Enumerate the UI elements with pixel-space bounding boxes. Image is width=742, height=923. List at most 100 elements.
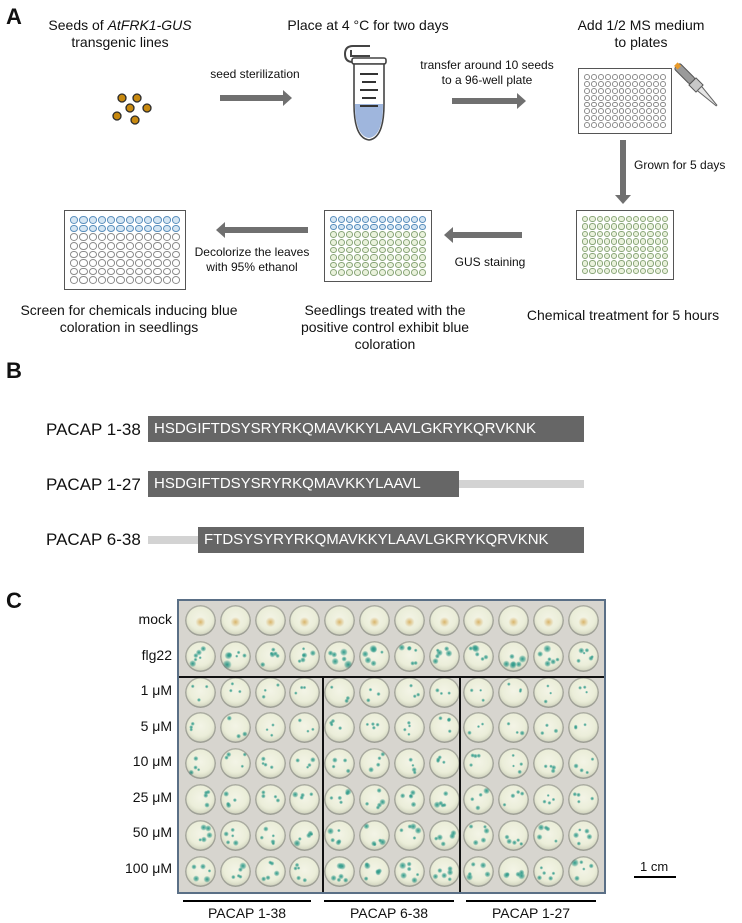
plate-well: [135, 276, 143, 284]
gus-well: [394, 856, 425, 887]
plate-well: [589, 246, 595, 252]
plate-well: [403, 254, 410, 261]
plate-well: [354, 216, 361, 223]
plate-well: [639, 88, 645, 94]
gus-well: [429, 712, 460, 743]
plate-well: [626, 268, 632, 274]
plate-well: [653, 95, 659, 101]
plate-well: [633, 223, 639, 229]
gus-well: [498, 677, 529, 708]
plate-well: [625, 74, 631, 80]
plate-well: [395, 239, 402, 246]
plate-well: [626, 260, 632, 266]
step5-title: Seedlings treated with the positive cont…: [270, 302, 500, 353]
gus-well: [289, 677, 320, 708]
plate-well: [646, 95, 652, 101]
plate-well: [611, 223, 617, 229]
plate-well: [338, 247, 345, 254]
plate-well: [619, 102, 625, 108]
gus-well: [185, 784, 216, 815]
gus-well: [359, 712, 390, 743]
plate-well: [79, 233, 87, 241]
gus-well: [498, 856, 529, 887]
plate-well: [330, 216, 337, 223]
plate-screen: [64, 210, 186, 290]
plate-well: [330, 224, 337, 231]
plate-well: [107, 233, 115, 241]
plate-well: [584, 108, 590, 114]
plate-well: [98, 276, 106, 284]
gus-well: [463, 748, 494, 779]
plate-well: [338, 262, 345, 269]
gus-well: [185, 856, 216, 887]
plate-well: [387, 262, 394, 269]
plate-well: [126, 276, 134, 284]
plate-well: [633, 238, 639, 244]
gus-well: [463, 641, 494, 672]
gus-well: [568, 605, 599, 636]
gus-well: [394, 677, 425, 708]
plate-well: [330, 254, 337, 261]
plate-well: [598, 81, 604, 87]
plate-well: [597, 253, 603, 259]
row-label: 10 μM: [106, 753, 172, 769]
plate-well: [370, 254, 377, 261]
plate-well: [662, 223, 668, 229]
gus-well: [359, 856, 390, 887]
plate-well: [591, 74, 597, 80]
plate-well: [589, 238, 595, 244]
plate-well: [163, 276, 171, 284]
plate-well: [605, 122, 611, 128]
plate-well: [126, 225, 134, 233]
plate-well: [604, 268, 610, 274]
plate-well: [653, 74, 659, 80]
gus-well: [324, 784, 355, 815]
plate-well: [646, 88, 652, 94]
plate-well: [598, 74, 604, 80]
plate-well: [70, 268, 78, 276]
plate-well: [591, 122, 597, 128]
step6-line2: coloration in seedlings: [60, 319, 199, 335]
plate-well: [640, 238, 646, 244]
pacap-6-38-label: PACAP 6-38: [46, 530, 141, 550]
step1-title: Seeds of AtFRK1-GUS transgenic lines: [30, 17, 210, 51]
plate-well: [89, 276, 97, 284]
plate-well: [625, 95, 631, 101]
plate-well: [611, 253, 617, 259]
plate-well: [633, 246, 639, 252]
plate-well: [662, 246, 668, 252]
gus-well: [324, 820, 355, 851]
plate-well: [144, 268, 152, 276]
gus-well: [324, 677, 355, 708]
plate-well: [640, 253, 646, 259]
gus-well: [498, 641, 529, 672]
plate-well: [395, 224, 402, 231]
plate-well: [135, 216, 143, 224]
step3-line1: Add 1/2 MS medium: [578, 17, 705, 33]
plate-well: [172, 268, 180, 276]
plate-well: [387, 269, 394, 276]
group-line-1: [183, 900, 311, 902]
plate-well: [338, 239, 345, 246]
gus-well: [498, 605, 529, 636]
plate-well: [598, 122, 604, 128]
arrow5-label-line2: with 95% ethanol: [206, 260, 297, 274]
plate-well: [354, 269, 361, 276]
gus-well: [533, 820, 564, 851]
plate-well: [79, 268, 87, 276]
plate-well: [633, 216, 639, 222]
plate-well: [126, 216, 134, 224]
gus-well: [359, 820, 390, 851]
plate-well: [582, 268, 588, 274]
gus-well: [359, 784, 390, 815]
plate-empty: [578, 68, 672, 134]
plate-well: [419, 262, 426, 269]
arrow2-label: transfer around 10 seeds to a 96-well pl…: [402, 58, 572, 88]
pipette-icon: [668, 56, 724, 114]
plate-well: [135, 233, 143, 241]
separator-vertical-2: [459, 676, 461, 892]
plate-well: [79, 242, 87, 250]
plate-well: [411, 216, 418, 223]
plate-well: [395, 216, 402, 223]
step5-line2: positive control exhibit blue: [301, 319, 469, 335]
